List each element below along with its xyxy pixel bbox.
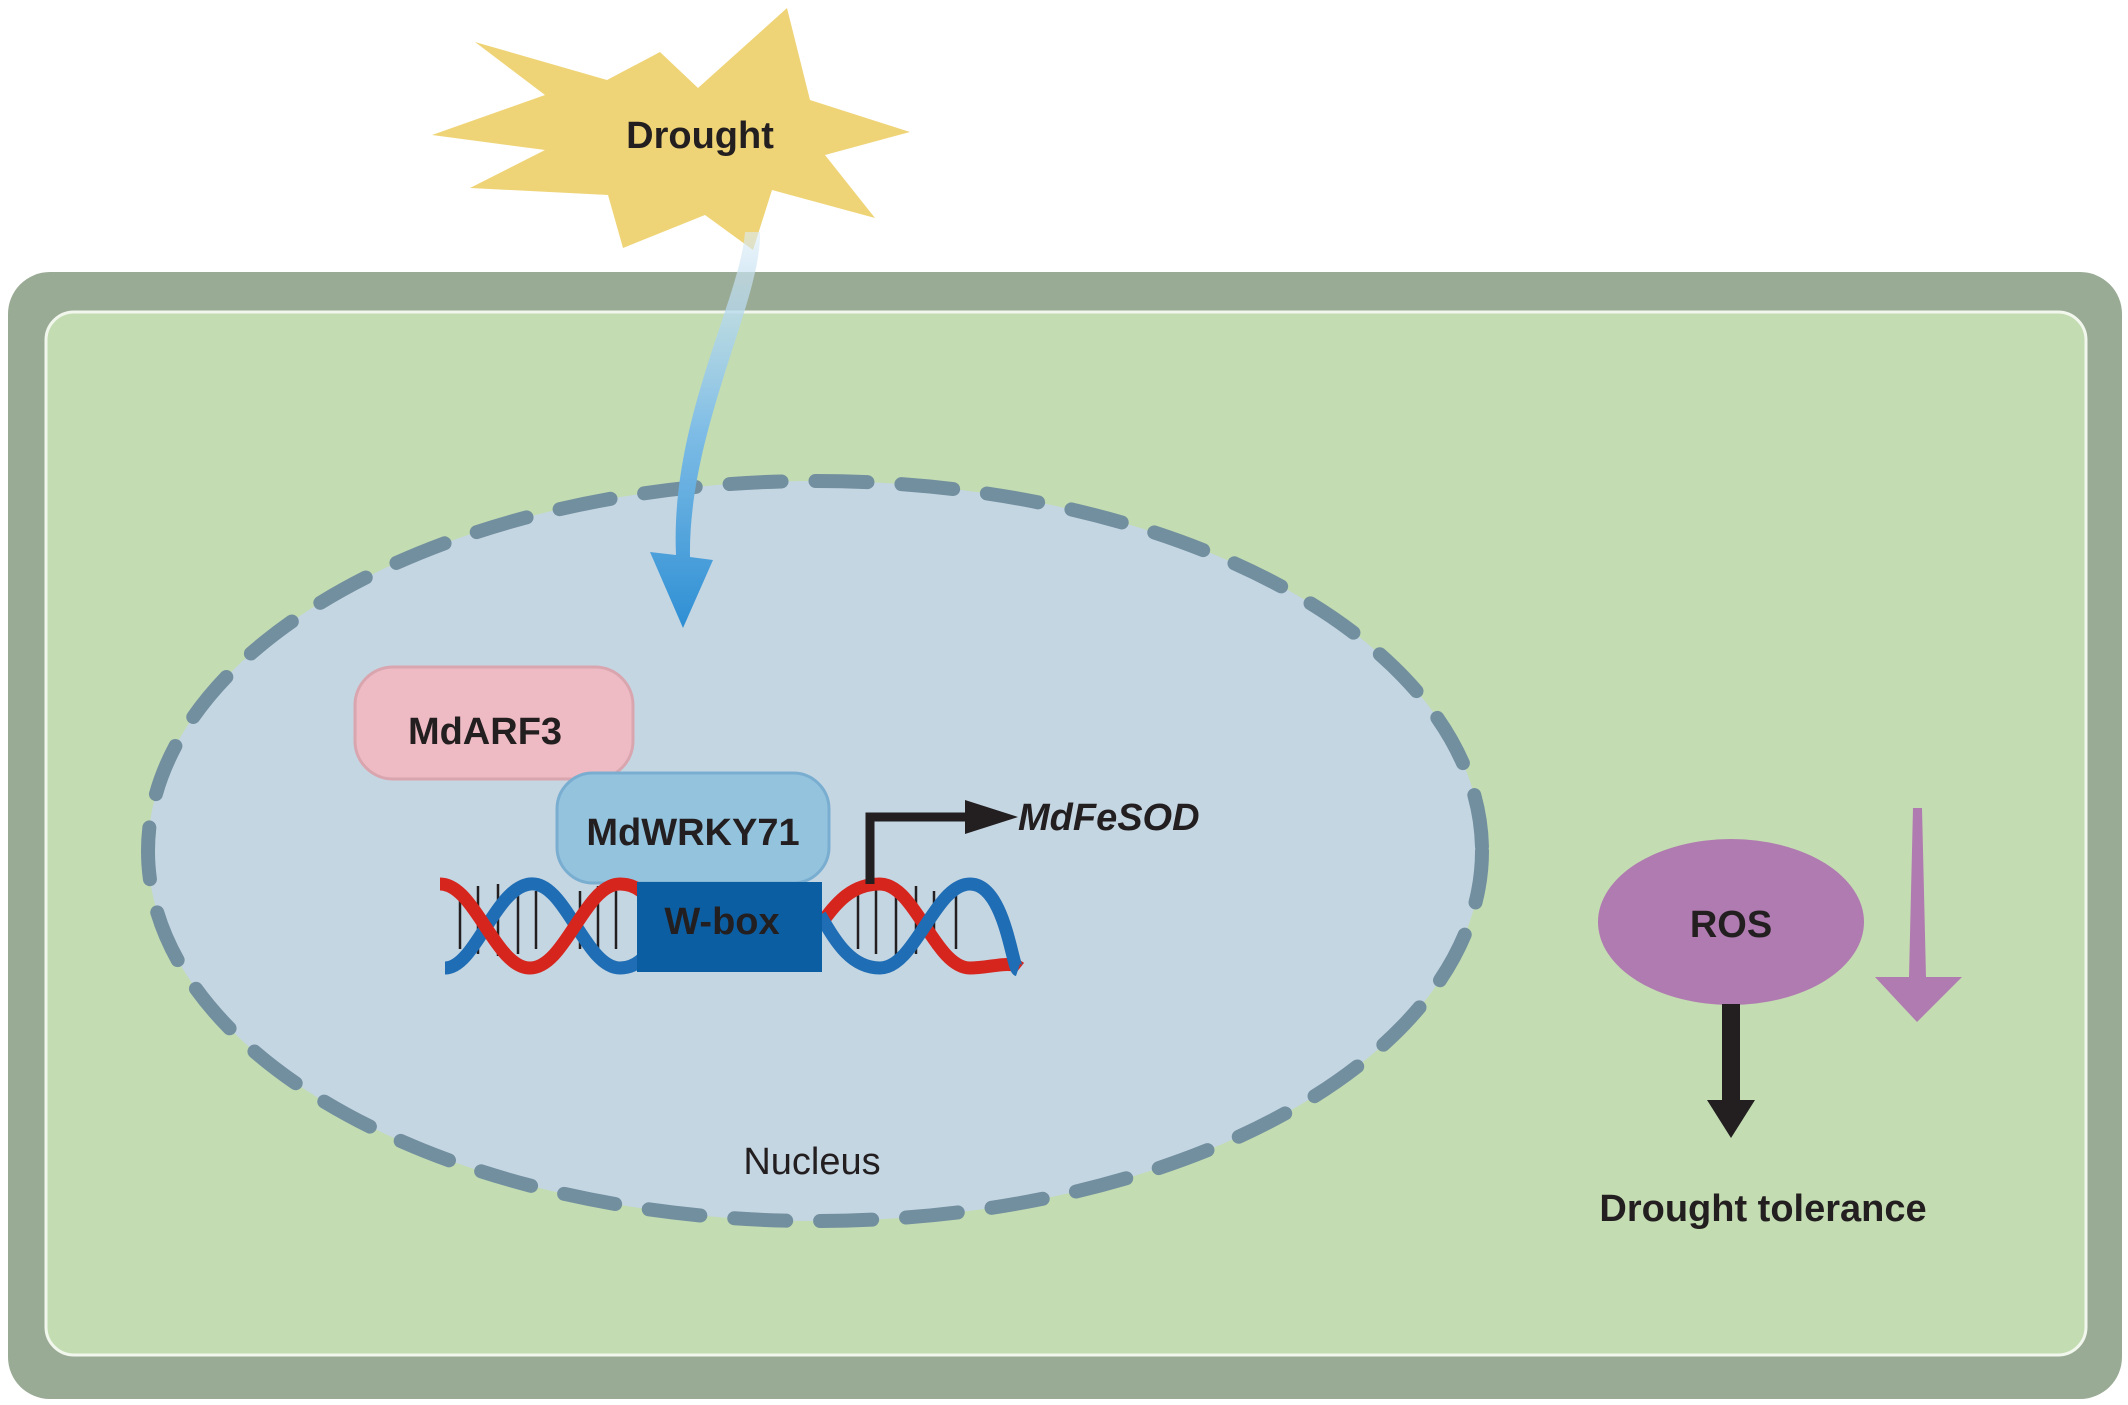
drought-signal-arrow [650,232,761,628]
ros-decrease-arrow-icon [1875,808,1962,1022]
outcome-arrow-shaft [1722,1004,1740,1104]
mdarf3-label: MdARF3 [408,711,562,753]
ros-oval [1598,839,1864,1005]
mdfesod-label: MdFeSOD [1018,797,1200,839]
mdwrky71-label: MdWRKY71 [586,812,799,854]
mdarf3-box [353,665,635,781]
drought-tolerance-label: Drought tolerance [1599,1188,1926,1230]
outcome-arrowhead-icon [1707,1100,1755,1138]
transcription-arrow [865,812,970,884]
ros-label: ROS [1690,904,1772,946]
w-box-label: W-box [664,901,779,943]
transcription-arrowhead-icon [965,800,1018,834]
w-box-element [637,882,822,972]
nucleus-label: Nucleus [743,1141,880,1183]
drought-label: Drought [626,115,774,157]
drought-burst-icon [432,8,910,250]
